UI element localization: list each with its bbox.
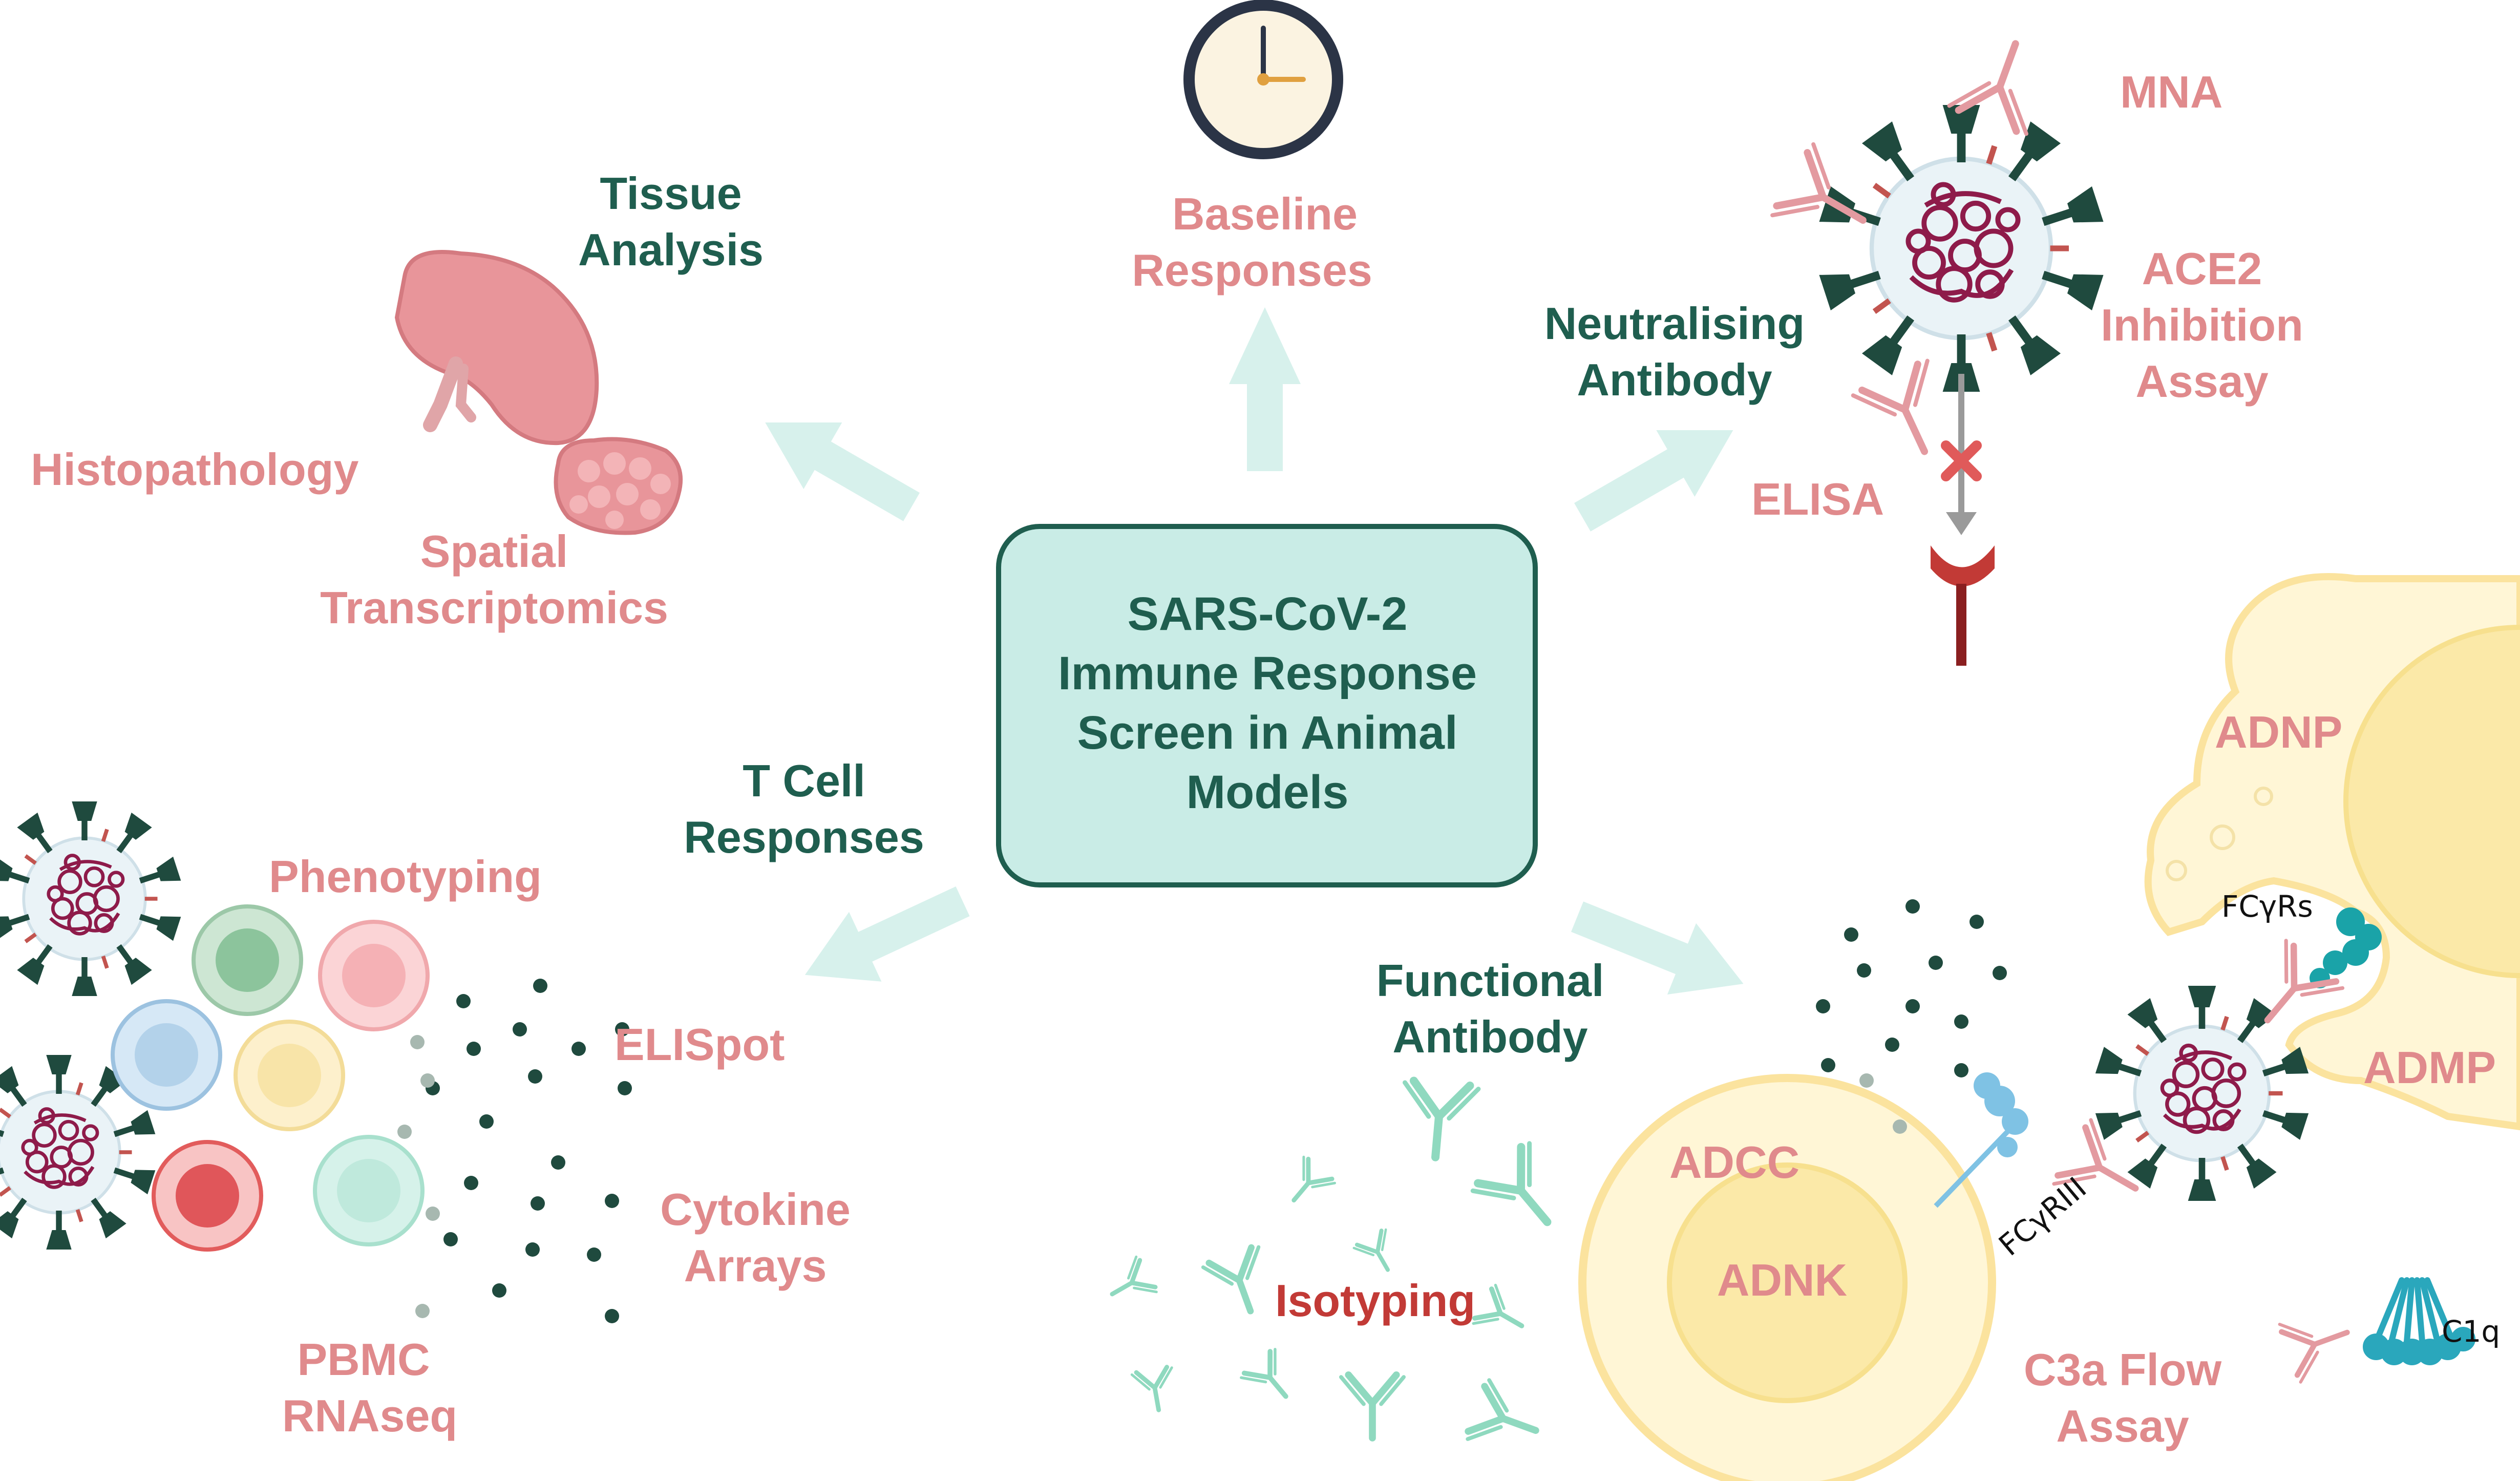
svg-text:SARS-CoV-2: SARS-CoV-2: [1128, 588, 1408, 640]
pbmc-cells-icon: [111, 904, 430, 1252]
tcell-responses-label: T Cell Responses: [684, 755, 924, 862]
fcgr-receptor-icon: [2310, 907, 2382, 988]
antibody-icon-bottom: [1853, 360, 1962, 469]
phenotyping-label: Phenotyping: [269, 851, 542, 902]
svg-text:ACE2: ACE2: [2142, 243, 2262, 294]
c1q-label: C1q: [2442, 1314, 2500, 1349]
svg-text:Assay: Assay: [2056, 1401, 2189, 1451]
svg-text:Spatial: Spatial: [420, 526, 568, 577]
admp-label: ADMP: [2363, 1042, 2496, 1093]
pbmc-rnaseq-label: PBMC RNAseq: [282, 1334, 457, 1441]
elisa-label: ELISA: [1751, 474, 1884, 524]
cytokine-dots-grey: [397, 1035, 440, 1318]
baseline-responses-label: Baseline Responses: [1132, 188, 1372, 295]
svg-text:Analysis: Analysis: [578, 224, 764, 275]
svg-text:Responses: Responses: [1132, 245, 1372, 295]
svg-text:T Cell: T Cell: [743, 755, 865, 806]
nk-cell-icon: [1578, 1074, 1996, 1481]
arrow-to-functional: [1571, 901, 1744, 995]
antibody-icon-left: [1771, 144, 1883, 256]
svg-text:Baseline: Baseline: [1172, 188, 1358, 239]
adnk-label: ADNK: [1717, 1255, 1847, 1305]
svg-text:Tissue: Tissue: [600, 168, 742, 219]
virus-icon-functional: [2095, 986, 2309, 1201]
svg-text:C3a Flow: C3a Flow: [2024, 1344, 2222, 1395]
c3a-label: C3a Flow Assay: [2024, 1344, 2222, 1451]
spatial-transcriptomics-label: Spatial Transcriptomics: [320, 526, 668, 633]
functional-antibody-label: Functional Antibody: [1377, 955, 1604, 1062]
svg-text:Immune Response: Immune Response: [1058, 647, 1477, 700]
virus-icon-tcell-top: [0, 801, 181, 996]
histopathology-label: Histopathology: [31, 444, 358, 495]
svg-text:PBMC: PBMC: [297, 1334, 430, 1385]
functional-cytokine-dots: [1816, 899, 2007, 1077]
tissue-sample-icon: [554, 437, 683, 535]
arrow-to-neutralising: [1574, 430, 1733, 532]
svg-text:Models: Models: [1187, 766, 1349, 818]
fcgriii-label: FCγRIII: [1992, 1170, 2093, 1263]
svg-text:RNAseq: RNAseq: [282, 1390, 457, 1441]
adnp-label: ADNP: [2215, 707, 2342, 757]
svg-text:Assay: Assay: [2135, 356, 2268, 407]
isotyping-label: Isotyping: [1275, 1275, 1475, 1326]
svg-text:Inhibition: Inhibition: [2101, 300, 2303, 350]
elispot-label: ELISpot: [615, 1019, 785, 1070]
svg-text:Arrays: Arrays: [684, 1240, 827, 1291]
virus-icon-neutralising: [1819, 105, 2103, 392]
svg-text:Neutralising: Neutralising: [1544, 298, 1805, 349]
lung-tissue-icon: [394, 250, 599, 446]
functional-dots-grey: [1859, 1073, 1907, 1134]
cytokine-arrays-label: Cytokine Arrays: [660, 1184, 851, 1291]
svg-text:Cytokine: Cytokine: [660, 1184, 851, 1235]
arrow-to-tcell: [804, 886, 970, 982]
svg-text:Antibody: Antibody: [1577, 354, 1772, 405]
center-title: SARS-CoV-2 Immune Response Screen in Ani…: [1058, 588, 1477, 818]
fcgriii-receptor-icon: [1934, 1072, 2028, 1208]
svg-text:Functional: Functional: [1377, 955, 1604, 1006]
ace2-label: ACE2 Inhibition Assay: [2101, 243, 2303, 407]
adcc-label: ADCC: [1669, 1137, 1799, 1188]
svg-text:Antibody: Antibody: [1392, 1011, 1587, 1062]
blocked-arrow-icon: [1941, 374, 1982, 535]
svg-text:Transcriptomics: Transcriptomics: [320, 582, 668, 633]
center-box: [996, 524, 1538, 887]
cytokine-dots: [426, 979, 632, 1323]
svg-text:Screen in Animal: Screen in Animal: [1077, 707, 1457, 759]
arrow-to-baseline: [1229, 307, 1301, 471]
ace2-receptor-icon: [1931, 545, 1995, 666]
arrow-to-tissue: [765, 422, 920, 521]
c1q-icon: [2363, 1277, 2475, 1365]
tissue-analysis-label: Tissue Analysis: [578, 168, 764, 275]
isotyping-antibodies: [1102, 1080, 1575, 1460]
clock-icon: [1183, 0, 1343, 159]
neutralising-antibody-label: Neutralising Antibody: [1544, 298, 1805, 405]
mna-label: MNA: [2120, 67, 2222, 117]
phagocyte-cell-icon: [2144, 573, 2520, 1131]
antibody-icon-c1q: [2279, 1304, 2358, 1383]
fcgrs-label: FCγRs: [2221, 889, 2313, 924]
svg-text:Responses: Responses: [684, 812, 924, 862]
